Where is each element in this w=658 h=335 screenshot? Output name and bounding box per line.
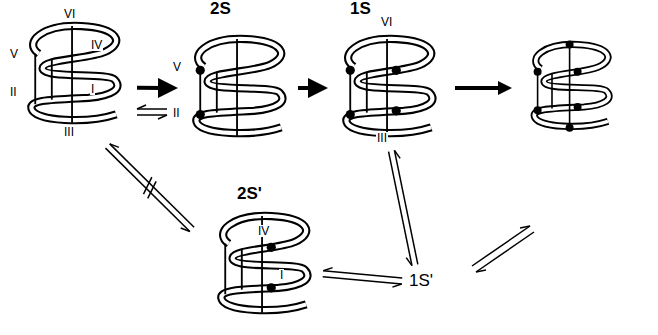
half-head	[323, 268, 332, 271]
state-name: 2S'	[237, 185, 262, 202]
equilibrium-arrow	[472, 226, 530, 266]
reaction-arrow	[137, 105, 167, 119]
half-head	[181, 228, 190, 231]
strand-number: II	[172, 107, 181, 119]
half-head	[394, 150, 400, 158]
reaction-arrow	[105, 144, 194, 232]
backward-harpoon	[137, 108, 167, 110]
strand-number: V	[172, 61, 182, 73]
strand-number: V	[9, 48, 19, 60]
reaction-arrow	[389, 150, 418, 265]
reaction-arrow	[298, 88, 312, 89]
blocked-mark	[148, 181, 156, 198]
half-head	[158, 115, 167, 119]
equilibrium-arrow	[476, 232, 534, 272]
strand-number: I	[90, 83, 95, 95]
forward-harpoon	[137, 114, 167, 116]
strand-number: I	[279, 269, 284, 281]
half-head	[476, 270, 486, 272]
strand-number: IV	[257, 225, 270, 237]
half-head	[110, 144, 119, 147]
strand-number: IV	[90, 39, 103, 51]
bold-arrow	[298, 86, 312, 90]
coil-2s	[196, 39, 283, 136]
coil-1s-node: 1S VI III	[320, 0, 450, 148]
reaction-arrow	[323, 268, 403, 288]
strand-number: VI	[380, 16, 393, 28]
backward-harpoon	[110, 144, 194, 227]
half-head	[392, 284, 401, 287]
coil-native	[534, 41, 610, 132]
state-name: 1S'	[409, 271, 433, 291]
state-label-node: 1S'	[405, 268, 438, 294]
state-name: 1S	[350, 0, 371, 17]
backward-harpoon	[394, 150, 417, 264]
bold-arrow	[455, 86, 500, 90]
bold-arrow	[137, 86, 162, 90]
state-name: 2S	[210, 0, 231, 17]
forward-harpoon	[323, 277, 402, 284]
backward-harpoon	[323, 271, 402, 278]
arrow-head	[498, 81, 512, 95]
half-head	[406, 258, 412, 266]
forward-harpoon	[389, 152, 412, 266]
coil-1s	[346, 39, 433, 136]
forward-harpoon	[105, 148, 189, 231]
coil-unfolded	[31, 26, 117, 123]
strand-number: VI	[63, 8, 76, 20]
reaction-arrow	[137, 87, 162, 88]
coil-2s-prime	[221, 216, 307, 313]
strand-number: II	[9, 86, 18, 98]
half-head	[137, 105, 146, 109]
coil-2s-prime-node: 2S' IV I	[195, 185, 320, 333]
strand-number: III	[63, 126, 75, 138]
half-head	[520, 226, 530, 228]
coil-unfolded-node: VIVIVIIIIII	[2, 5, 134, 143]
coil-2s-node: 2S V II	[170, 0, 295, 145]
strand-number: III	[376, 132, 388, 144]
